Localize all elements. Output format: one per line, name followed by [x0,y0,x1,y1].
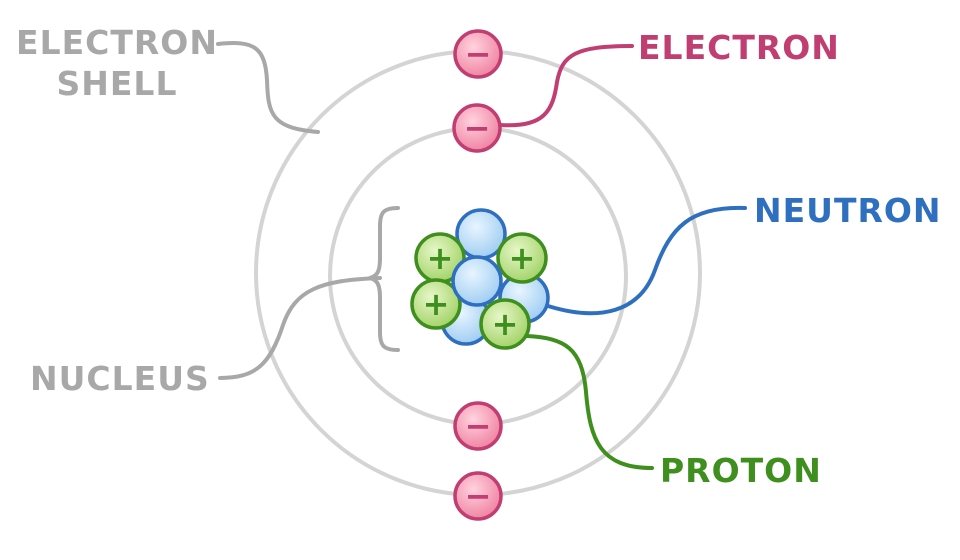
nucleus: + + + + [410,208,550,350]
electron-particle: − [453,29,503,79]
electron-shell-leader-line [216,41,320,134]
nucleus-label: NUCLEUS [30,359,210,398]
electron-leader-line [498,44,634,128]
proton-plus-sign: + [492,305,519,343]
neutron-label: NEUTRON [754,191,942,230]
proton-particle: + [479,298,531,350]
electron-minus-sign: − [464,109,491,147]
electron-particle: − [452,103,502,153]
nucleus-bracket [368,206,400,352]
electron-particle: − [453,471,503,521]
electron-shell-label-line-2: SHELL [57,64,178,103]
neutron-particle [451,255,503,307]
neutron-leader-line [546,205,747,316]
electron-particle: − [453,401,503,451]
electron-minus-sign: − [465,35,492,73]
electron-minus-sign: − [465,407,492,445]
proton-plus-sign: + [427,239,454,277]
proton-plus-sign: + [423,285,450,323]
proton-particle: + [414,232,466,284]
proton-particle: + [496,232,548,284]
nucleus-leader-line [218,276,382,380]
electron-label: ELECTRON [638,28,840,67]
proton-label: PROTON [660,451,822,490]
electron-shell-label-line-1: ELECTRON [16,23,218,62]
proton-leader-line [525,334,654,470]
electron-minus-sign: − [465,477,492,515]
proton-plus-sign: + [509,239,536,277]
proton-particle: + [410,278,462,330]
